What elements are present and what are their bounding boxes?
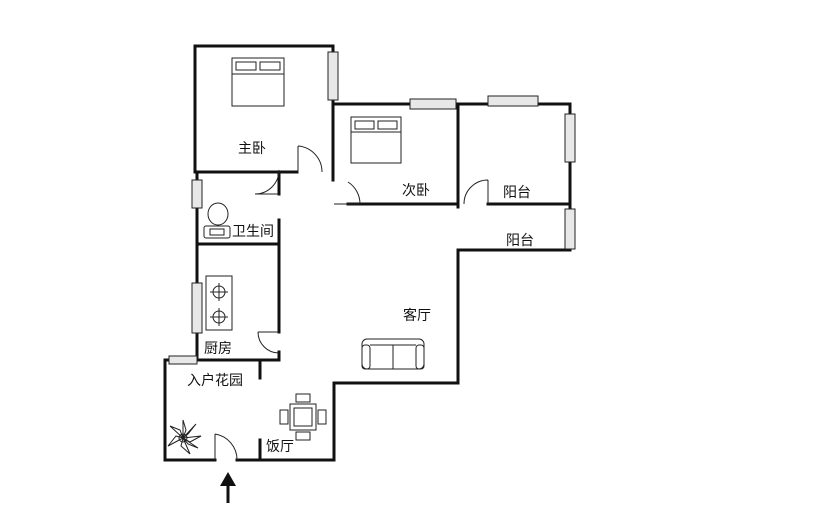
door — [297, 145, 323, 173]
stove-icon — [205, 275, 233, 331]
door — [254, 169, 280, 195]
walls — [163, 44, 572, 462]
windows — [168, 51, 576, 365]
sofa-icon — [361, 338, 425, 370]
plant-icon — [167, 419, 202, 455]
room-label-bathroom: 卫生间 — [232, 224, 274, 240]
window — [564, 113, 576, 163]
door — [257, 331, 280, 354]
window — [191, 179, 203, 209]
doors — [214, 145, 489, 461]
room-label-entry-garden: 入户花园 — [187, 373, 243, 389]
door — [214, 433, 238, 461]
up-arrow-icon — [220, 472, 236, 503]
room-label-second-bedroom: 次卧 — [402, 183, 430, 199]
room-label-dining-room: 饭厅 — [266, 439, 294, 455]
room-label-master-bedroom: 主卧 — [238, 141, 266, 157]
window — [409, 98, 457, 110]
room-label-balcony-lower: 阳台 — [506, 233, 534, 249]
window — [168, 355, 198, 365]
room-label-living-room: 客厅 — [403, 308, 431, 324]
door — [334, 181, 361, 205]
window — [564, 208, 576, 250]
window — [487, 95, 539, 107]
toilet-icon — [203, 202, 231, 239]
door — [463, 179, 489, 205]
room-label-balcony-upper: 阳台 — [503, 185, 531, 201]
bed-icon — [231, 57, 285, 107]
bed-icon — [350, 116, 402, 164]
window — [191, 282, 203, 334]
window — [327, 51, 339, 101]
dining-table-icon — [279, 393, 327, 441]
room-label-kitchen: 厨房 — [204, 341, 232, 357]
